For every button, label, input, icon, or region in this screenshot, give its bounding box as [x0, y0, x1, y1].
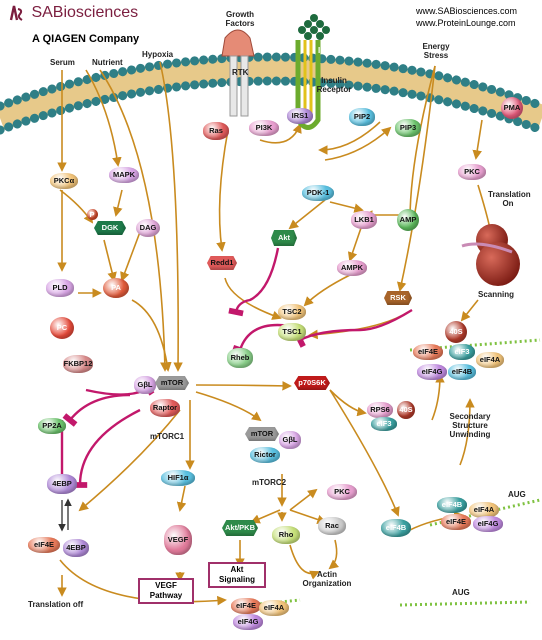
- node-ampk[interactable]: AMPK: [337, 260, 367, 276]
- node-eif4e-r[interactable]: eIF4E: [413, 344, 443, 360]
- node-eif4e-bot[interactable]: eIF4E: [231, 598, 261, 614]
- ribosome-translation-on: [461, 224, 520, 286]
- node-tsc1[interactable]: TSC1: [278, 323, 306, 341]
- url-sabiosciences: www.SABiosciences.com: [416, 6, 518, 16]
- node-eif4b-br[interactable]: eIF4B: [437, 497, 467, 513]
- label-mtorc2: mTORC2: [252, 478, 287, 487]
- node-eif4a-br[interactable]: eIF4A: [469, 502, 499, 518]
- node-hif1a[interactable]: HIF1α: [161, 470, 195, 486]
- cell-membrane: [0, 52, 542, 135]
- node-mapk[interactable]: MAPK: [109, 167, 139, 183]
- input-growth-factors: Growth Factors: [225, 10, 255, 28]
- equilibrium-arrows: [58, 498, 72, 532]
- node-mtor1[interactable]: mTOR: [155, 376, 189, 390]
- input-hypoxia: Hypoxia: [142, 50, 174, 59]
- node-irs1[interactable]: IRS1: [287, 108, 313, 124]
- node-rsk[interactable]: RSK: [384, 291, 412, 305]
- node-pkc-right[interactable]: PKC: [458, 164, 486, 180]
- node-raptor[interactable]: Raptor: [150, 399, 180, 417]
- logo: SABiosciences: [8, 4, 138, 22]
- node-ras[interactable]: Ras: [203, 122, 229, 140]
- node-p70s6k[interactable]: p70S6K: [294, 376, 330, 390]
- node-eif4e-br[interactable]: eIF4E: [441, 514, 471, 530]
- node-eif4g-r[interactable]: eIF4G: [417, 364, 447, 380]
- node-eif4g-bot[interactable]: eIF4G: [233, 614, 263, 630]
- node-eif3-r[interactable]: eIF3: [449, 344, 475, 360]
- label-aug-2: AUG: [452, 588, 470, 597]
- label-scanning: Scanning: [478, 290, 515, 299]
- box-vegf-pathway[interactable]: VEGF Pathway: [138, 578, 194, 604]
- node-pip2[interactable]: PIP2: [349, 108, 375, 126]
- node-eif4g-br[interactable]: eIF4G: [473, 516, 503, 532]
- node-eif3-mid[interactable]: eIF3: [371, 417, 397, 431]
- node-4ebp-top[interactable]: 4EBP: [47, 474, 77, 494]
- node-lkb1[interactable]: LKB1: [351, 211, 377, 229]
- label-secondary-unwinding: Secondary Structure Unwinding: [449, 412, 491, 439]
- node-rho[interactable]: Rho: [272, 526, 300, 544]
- node-redd1[interactable]: Redd1: [207, 256, 237, 270]
- node-pip3[interactable]: PIP3: [395, 119, 421, 137]
- node-eif4e-left[interactable]: eIF4E: [28, 537, 60, 553]
- node-mtor2[interactable]: mTOR: [245, 427, 279, 441]
- node-pkc-mid[interactable]: PKC: [327, 484, 357, 500]
- node-4ebp-left[interactable]: 4EBP: [63, 539, 89, 557]
- input-serum: Serum: [50, 58, 75, 67]
- node-gbl2[interactable]: GβL: [279, 431, 301, 449]
- node-rheb[interactable]: Rheb: [227, 348, 253, 368]
- node-40s-mid[interactable]: 40S: [397, 401, 415, 419]
- node-pp2a[interactable]: PP2A: [38, 418, 66, 434]
- label-aug-1: AUG: [508, 490, 526, 499]
- node-akt[interactable]: Akt: [271, 230, 297, 246]
- node-rictor[interactable]: Rictor: [250, 447, 280, 463]
- input-insulin-receptor: Insulin Receptor: [316, 76, 352, 94]
- node-gbl1[interactable]: GβL: [134, 376, 156, 394]
- label-translation-on: Translation On: [488, 190, 531, 208]
- node-pc[interactable]: PC: [50, 317, 74, 339]
- node-eif4b-r[interactable]: eIF4B: [448, 364, 476, 380]
- node-eif4a-bot[interactable]: eIF4A: [259, 600, 289, 616]
- node-dgk[interactable]: DGK: [94, 221, 126, 235]
- activation-arrows: [57, 61, 499, 606]
- node-tsc2[interactable]: TSC2: [278, 304, 306, 320]
- node-dag[interactable]: DAG: [136, 219, 160, 237]
- url-proteinlounge: www.ProteinLounge.com: [416, 18, 516, 28]
- label-mtorc1: mTORC1: [150, 432, 185, 441]
- node-eif4a-r[interactable]: eIF4A: [476, 352, 504, 368]
- logo-icon: [8, 4, 24, 22]
- node-aktpkb[interactable]: Akt/PKB: [222, 520, 258, 536]
- logo-text: SABiosciences: [31, 4, 139, 21]
- rtk-receptor: [221, 29, 255, 117]
- node-pa[interactable]: PA: [103, 278, 129, 298]
- node-40s-r[interactable]: 40S: [445, 321, 467, 343]
- node-pi3k[interactable]: PI3K: [249, 120, 279, 136]
- label-actin-organization: Actin Organization: [302, 570, 352, 588]
- input-rtk: RTK: [232, 68, 249, 77]
- node-rps6[interactable]: RPS6: [367, 402, 393, 418]
- node-amp[interactable]: AMP: [397, 209, 419, 231]
- node-fkbp12[interactable]: FKBP12: [63, 355, 93, 373]
- node-pld[interactable]: PLD: [46, 279, 74, 297]
- node-eif4b-mid[interactable]: eIF4B: [381, 519, 411, 537]
- node-p[interactable]: P: [86, 208, 98, 220]
- input-insulin: Insulin: [318, 46, 344, 55]
- label-translation-off: Translation off: [28, 600, 84, 609]
- node-rac[interactable]: Rac: [318, 517, 346, 535]
- node-pma[interactable]: PMA: [501, 97, 523, 119]
- input-energy-stress: Energy Stress: [422, 42, 450, 60]
- node-pkca[interactable]: PKCα: [50, 173, 78, 189]
- node-vegf[interactable]: VEGF: [164, 525, 192, 555]
- node-pdk1[interactable]: PDK-1: [302, 185, 334, 201]
- tagline: A QIAGEN Company: [32, 33, 140, 45]
- box-akt-signaling[interactable]: Akt Signaling: [208, 562, 266, 588]
- input-nutrient: Nutrient: [92, 58, 123, 67]
